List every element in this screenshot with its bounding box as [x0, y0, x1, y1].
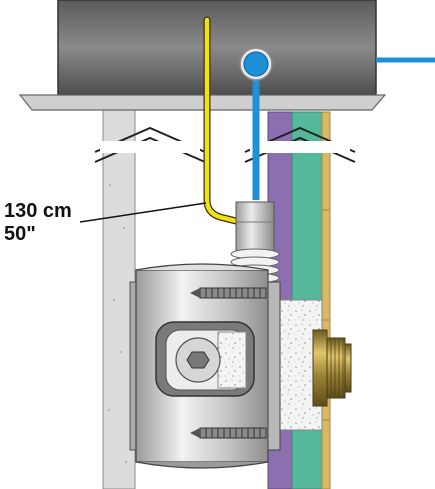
mounting-screws: [190, 287, 267, 439]
break-lines: [94, 126, 356, 163]
junction-box: [57, 0, 377, 96]
length-imperial-label: 50": [4, 223, 36, 245]
water-pipe: [239, 47, 435, 200]
length-annotation: 130 cm 50": [4, 200, 207, 245]
valve-window: [155, 321, 255, 397]
ceiling-slab: [18, 94, 387, 111]
brass-fitting: [312, 329, 352, 407]
cable-sleeve: [235, 201, 275, 255]
length-metric-label: 130 cm: [4, 200, 72, 222]
